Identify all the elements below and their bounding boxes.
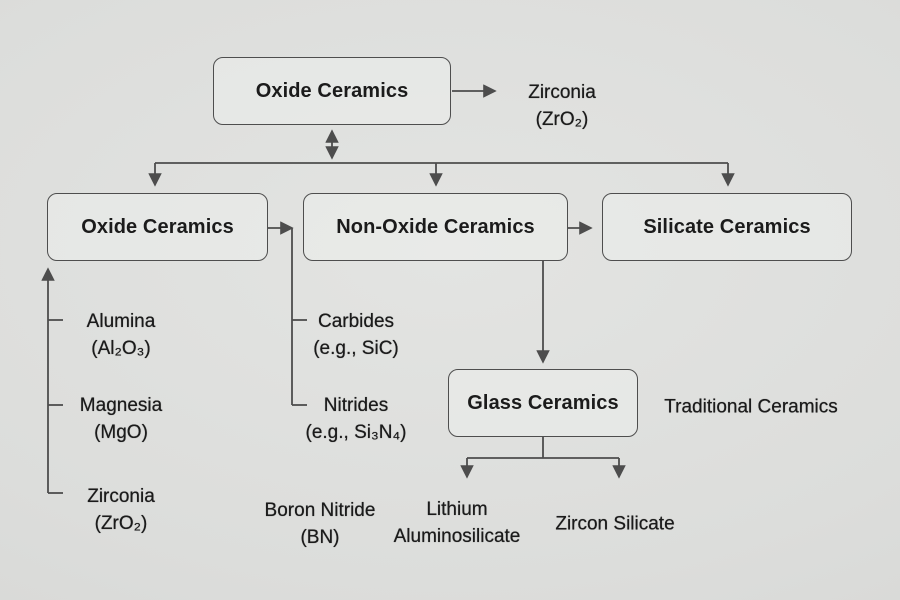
example-formula: (e.g., Si₃N₄) bbox=[305, 422, 407, 443]
oxide-example-alumina: Alumina (Al₂O₃) bbox=[87, 308, 156, 362]
non-oxide-example-carbides: Carbides (e.g., SiC) bbox=[313, 308, 399, 362]
branch-non-oxide-label: Non-Oxide Ceramics bbox=[336, 215, 535, 238]
example-formula: (ZrO₂) bbox=[94, 513, 148, 534]
footnote-boron-nitride: Boron Nitride (BN) bbox=[265, 497, 376, 551]
child-line2: Aluminosilicate bbox=[393, 526, 521, 547]
example-name: Alumina bbox=[86, 311, 156, 332]
branch-oxide-label: Oxide Ceramics bbox=[81, 215, 234, 238]
root-box-label: Oxide Ceramics bbox=[255, 79, 409, 102]
annotation-name: Zirconia bbox=[528, 82, 596, 103]
branch-box-silicate-ceramics: Silicate Ceramics bbox=[602, 193, 852, 261]
branch-box-non-oxide-ceramics: Non-Oxide Ceramics bbox=[303, 193, 568, 261]
example-formula: (e.g., SiC) bbox=[313, 338, 399, 359]
non-oxide-example-nitrides: Nitrides (e.g., Si₃N₄) bbox=[305, 392, 406, 446]
root-box-oxide-ceramics: Oxide Ceramics bbox=[213, 57, 451, 125]
glass-box-label: Glass Ceramics bbox=[467, 391, 619, 414]
annotation-formula: (ZrO₂) bbox=[535, 109, 589, 130]
traditional-ceramics-label: Traditional Ceramics bbox=[664, 394, 838, 421]
oxide-example-zirconia: Zirconia (ZrO₂) bbox=[87, 483, 155, 537]
root-annotation-zirconia: Zirconia (ZrO₂) bbox=[528, 79, 596, 133]
footnote-name: Boron Nitride bbox=[264, 500, 376, 521]
branch-box-oxide-ceramics: Oxide Ceramics bbox=[47, 193, 268, 261]
example-formula: (MgO) bbox=[94, 422, 148, 443]
example-name: Carbides bbox=[317, 311, 395, 332]
example-name: Nitrides bbox=[323, 395, 389, 416]
branch-silicate-label: Silicate Ceramics bbox=[643, 215, 811, 238]
child-line1: Lithium bbox=[426, 499, 488, 520]
child-line1: Zircon Silicate bbox=[555, 513, 675, 535]
footnote-formula: (BN) bbox=[300, 527, 340, 548]
traditional-ceramics-text: Traditional Ceramics bbox=[664, 396, 838, 418]
example-name: Magnesia bbox=[79, 395, 163, 416]
example-name: Zirconia bbox=[87, 486, 155, 507]
oxide-example-magnesia: Magnesia (MgO) bbox=[80, 392, 162, 446]
example-formula: (Al₂O₃) bbox=[91, 338, 151, 359]
glass-ceramics-box: Glass Ceramics bbox=[448, 369, 638, 437]
glass-child-zircon-silicate: Zircon Silicate bbox=[555, 511, 674, 538]
glass-child-lithium-aluminosilicate: Lithium Aluminosilicate bbox=[394, 496, 521, 550]
